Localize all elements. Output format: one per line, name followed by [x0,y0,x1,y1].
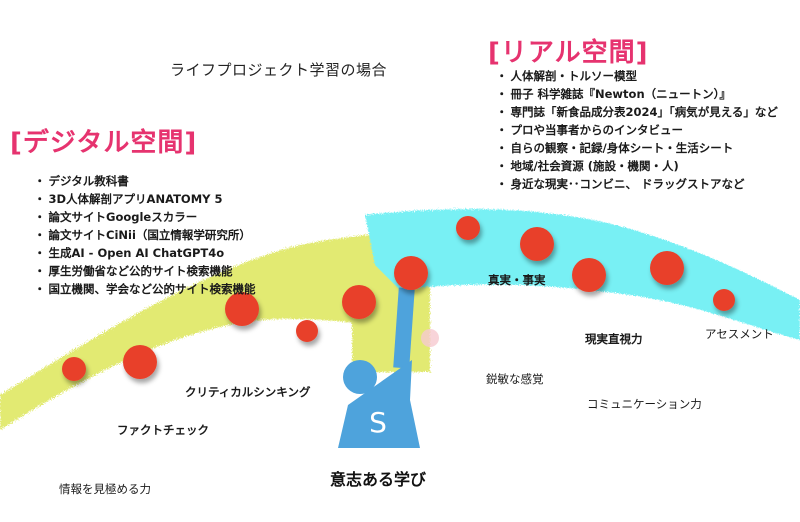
list-item: 人体解剖・トルソー模型 [496,67,778,85]
list-item: デジタル教科書 [34,172,256,190]
list-item: 論文サイトCiNii（国立情報学研究所） [34,226,256,244]
digital-band [0,230,430,430]
list-item: 自らの観察・記録/身体シート・生活シート [496,139,778,157]
list-item: 専門誌「新食品成分表2024」「病気が見える」など [496,103,778,121]
list-item: 生成AI - Open AI ChatGPT4o [34,244,256,262]
list-item: 3D人体解剖アプリANATOMY 5 [34,190,256,208]
center-label: 意志ある学び [330,470,427,489]
list-item: 地域/社会資源 (施設・機関・人) [496,157,778,175]
skill-info-discernment: 情報を見極める力 [59,482,151,496]
red-dots [62,216,735,381]
skill-truth-fact: 真実・事実 [488,273,546,287]
list-item: 冊子 科学雑誌『Newton（ニュートン）』 [496,85,778,103]
skill-keen-sense: 鋭敏な感覚 [486,372,544,386]
figure-letter: S [369,406,387,439]
skill-communication: コミュニケーション力 [587,397,702,411]
faint-pink-dot [421,329,439,347]
list-item: 厚生労働省など公的サイト検索機能 [34,262,256,280]
list-item: プロや当事者からのインタビュー [496,121,778,139]
skill-assessment: アセスメント [705,327,774,341]
list-item: 国立機関、学会など公的サイト検索機能 [34,280,256,298]
list-item: 論文サイトGoogleスカラー [34,208,256,226]
page-title: ライフプロジェクト学習の場合 [170,61,388,79]
skill-reality-view: 現実直視力 [585,332,643,346]
skill-critical-thinking: クリティカルシンキング [185,385,311,399]
list-item: 身近な現実･･コンビニ、 ドラッグストアなど [496,175,778,193]
digital-resource-list: デジタル教科書 3D人体解剖アプリANATOMY 5 論文サイトGoogleスカ… [34,172,256,298]
real-space-heading: [リアル空間] [488,38,649,68]
digital-space-heading: [デジタル空間] [10,128,198,158]
learner-figure-icon: S [338,287,420,448]
real-resource-list: 人体解剖・トルソー模型 冊子 科学雑誌『Newton（ニュートン）』 専門誌「新… [496,67,778,193]
skill-fact-check: ファクトチェック [117,423,209,437]
